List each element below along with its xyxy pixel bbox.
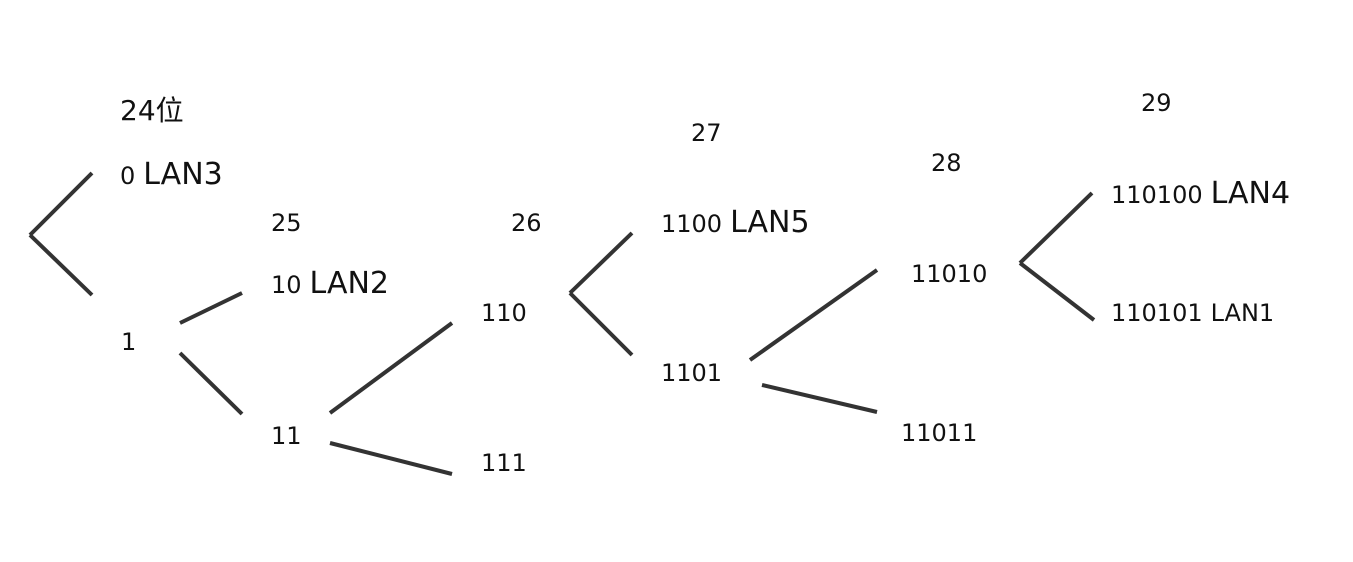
node-code: 0 [120,162,136,190]
edge-11-111 [329,441,453,476]
node-code: 11 [271,422,302,450]
edge-11010-110101 [1018,261,1096,322]
level-label-27: 27 [691,119,722,147]
edge-1-10 [179,291,243,325]
edge-11-110 [328,321,454,415]
node-code: 1101 [661,359,723,387]
edge-11010-110100 [1018,191,1094,265]
node-code: 111 [481,449,527,477]
node-lan: LAN3 [143,157,223,192]
node-11010: 11010 [911,262,987,286]
node-lan: LAN5 [730,205,810,240]
node-11: 11 [271,424,302,448]
level-label-26: 26 [511,209,542,237]
node-111: 111 [481,451,527,475]
node-code: 11010 [911,260,988,288]
level-label-28: 28 [931,149,962,177]
node-11011: 11011 [901,421,977,445]
edge-1101-11011 [761,383,878,414]
node-lan: LAN4 [1210,176,1291,211]
level-label-29: 29 [1141,89,1172,117]
edge-root-0 [28,171,94,237]
node-code: 11011 [901,419,978,447]
node-code: 110100 [1111,181,1203,209]
node-lan: LAN1 [1210,299,1275,327]
node-code: 1100 [661,210,723,238]
edge-1-11 [178,351,244,416]
node-1101: 1101 [661,361,722,385]
edge-110-1100 [568,231,634,295]
node-code: 110101 [1111,299,1203,327]
node-1: 1 [121,330,136,354]
level-label-24: 24位 [120,94,184,127]
edge-root-1 [28,233,94,297]
node-code: 10 [271,271,302,299]
node-lan: LAN2 [309,266,389,301]
edge-1101-11010 [748,268,879,362]
node-110: 110 [481,301,527,325]
level-label-25: 25 [271,209,302,237]
node-code: 110 [481,299,527,327]
edge-110-1101 [568,291,634,357]
node-code: 1 [121,328,137,356]
